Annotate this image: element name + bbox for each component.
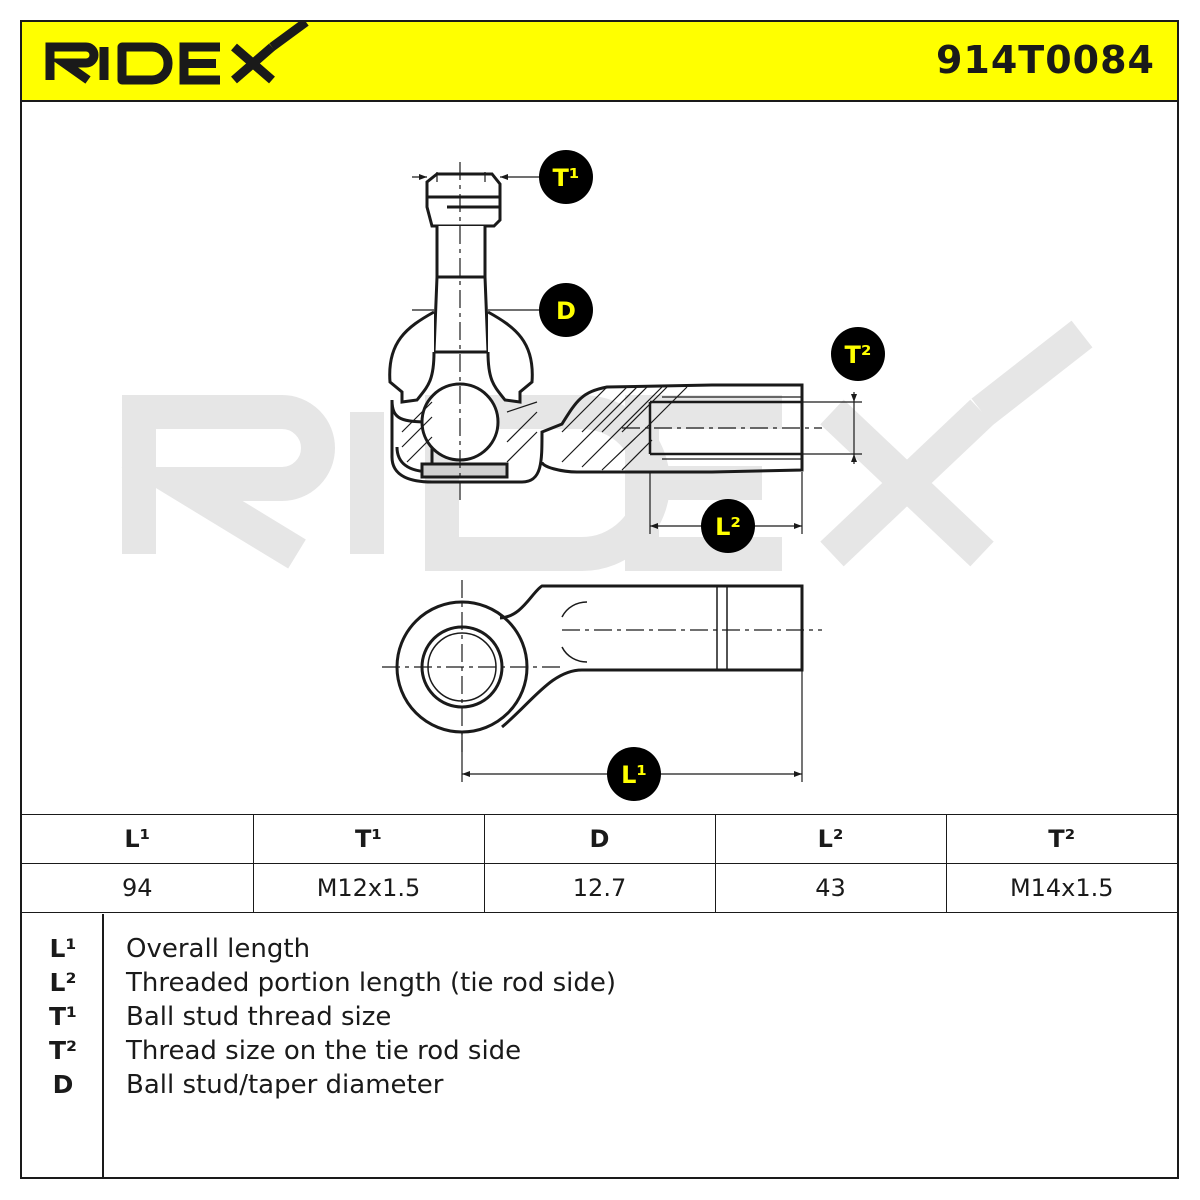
spec-header-row: L¹ T¹ D L² T²: [22, 814, 1177, 864]
legend-description: Ball stud/taper diameter: [126, 1070, 444, 1100]
spec-header-t1: T¹: [252, 814, 485, 864]
spec-value-t1: M12x1.5: [252, 863, 485, 913]
callout-l2-text: L²: [715, 513, 741, 541]
callout-t1: T¹: [539, 150, 593, 204]
datasheet: 914T0084: [20, 20, 1179, 1179]
spec-value-row: 94 M12x1.5 12.7 43 M14x1.5: [22, 863, 1177, 913]
callout-t2: T²: [831, 327, 885, 381]
spec-header-l1: L¹: [22, 814, 254, 864]
legend-code: T¹: [48, 1002, 77, 1031]
side-section-view: [388, 162, 862, 534]
spec-value-l1: 94: [22, 863, 254, 913]
spec-value-d: 12.7: [483, 863, 716, 913]
callout-l2: L²: [701, 499, 755, 553]
callout-l1-text: L¹: [621, 761, 647, 789]
callout-d: D: [539, 283, 593, 337]
legend-description: Ball stud thread size: [126, 1002, 392, 1032]
ridex-logo: [45, 22, 309, 85]
spec-header-d: D: [483, 814, 716, 864]
part-number: 914T0084: [935, 38, 1155, 82]
technical-drawing: T¹ D T² L² L¹: [121, 150, 1093, 801]
header-bar: 914T0084: [22, 22, 1177, 102]
callout-d-text: D: [556, 297, 576, 325]
legend-code-column: [22, 914, 104, 1177]
legend-code: L¹: [49, 934, 77, 963]
top-view: [382, 580, 822, 782]
spec-table: L¹ T¹ D L² T² 94 M12x1.5 12.7 43 M14x1.5: [22, 814, 1177, 913]
callout-t2-text: T²: [845, 341, 872, 369]
spec-header-l2: L²: [714, 814, 947, 864]
legend-code: D: [52, 1070, 74, 1099]
legend-description: Overall length: [126, 934, 311, 964]
ridex-watermark: [121, 320, 1093, 571]
spec-header-t2: T²: [945, 814, 1177, 864]
legend: L¹ Overall length L² Threaded portion le…: [22, 914, 1177, 1177]
spec-value-t2: M14x1.5: [945, 863, 1177, 913]
legend-description: Thread size on the tie rod side: [126, 1036, 522, 1066]
callout-t1-text: T¹: [553, 164, 580, 192]
spec-value-l2: 43: [714, 863, 947, 913]
legend-code: T²: [48, 1036, 77, 1065]
callout-l1: L¹: [607, 747, 661, 801]
legend-code: L²: [49, 968, 77, 997]
legend-description: Threaded portion length (tie rod side): [126, 968, 617, 998]
